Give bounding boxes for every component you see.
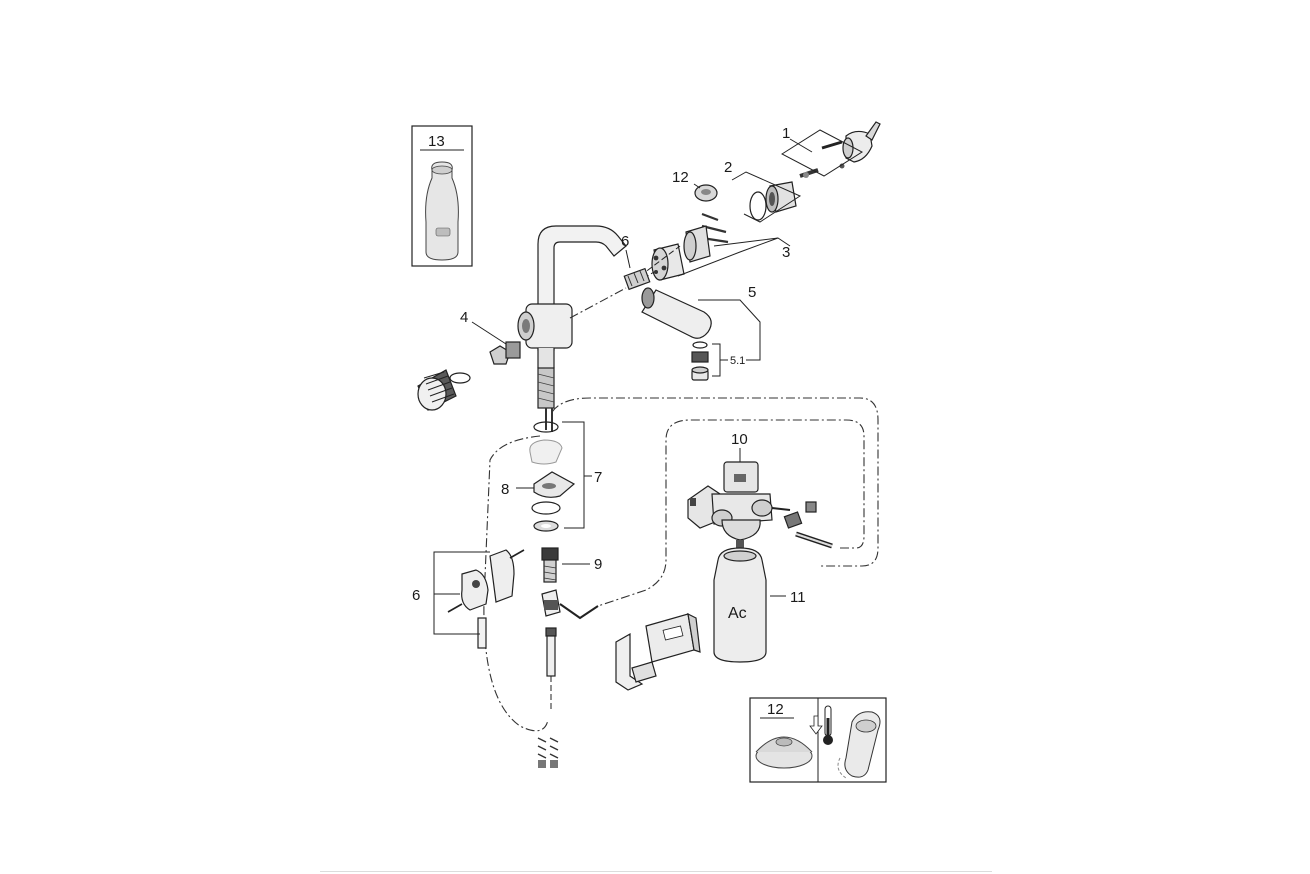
- part-9-connector: [541, 547, 559, 583]
- label-11: 11: [790, 589, 806, 606]
- label-4: 4: [460, 309, 468, 326]
- label-12-box: 12: [767, 701, 784, 718]
- label-5-1: 5.1: [730, 355, 745, 367]
- part-12-limiter-ring: [694, 184, 718, 202]
- filter-label-ac: Ac: [728, 605, 747, 622]
- label-7: 7: [594, 469, 602, 486]
- part-5-1-aerator: [691, 341, 709, 381]
- label-6-top: 6: [621, 233, 629, 250]
- part-6-hose-connector: [623, 267, 651, 291]
- hose-routes: [483, 397, 879, 732]
- faucet-body: [517, 225, 627, 432]
- label-6-left: 6: [412, 587, 420, 604]
- part-3-cartridge: [651, 212, 729, 281]
- leader-2: [731, 171, 802, 223]
- bottom-divider: [320, 871, 992, 872]
- inset-box-12: 12: [749, 697, 887, 783]
- lever-handle-icon: [837, 711, 881, 779]
- thermometer-icon: [809, 705, 833, 745]
- part-8-bracket: [533, 471, 576, 498]
- part-2-cap: [749, 181, 797, 221]
- inset-box-13: 13: [411, 125, 473, 267]
- supply-valve: [541, 589, 599, 710]
- part-7-mounting-set: [529, 421, 563, 532]
- control-box-bracket: [615, 612, 701, 691]
- filter-bottle-icon: [425, 161, 459, 261]
- part-11-filter-cartridge: Ac: [713, 540, 767, 663]
- spout-axis: [569, 287, 627, 319]
- label-12-top: 12: [672, 169, 689, 186]
- label-3: 3: [782, 244, 790, 261]
- part-5-spray-head: [641, 287, 712, 339]
- label-2: 2: [724, 159, 732, 176]
- label-5: 5: [748, 284, 756, 301]
- label-13: 13: [428, 133, 445, 150]
- part-4-side-knob: [417, 341, 521, 411]
- label-1: 1: [782, 125, 790, 142]
- label-8: 8: [501, 481, 509, 498]
- label-10: 10: [731, 431, 748, 448]
- fixing-bolts: [537, 737, 559, 768]
- part-10-filter-head: [687, 461, 833, 549]
- part-6-wall-holder: [447, 549, 525, 649]
- limiter-ring-icon: [755, 736, 813, 769]
- label-9: 9: [594, 556, 602, 573]
- leader-1-box: [780, 129, 864, 177]
